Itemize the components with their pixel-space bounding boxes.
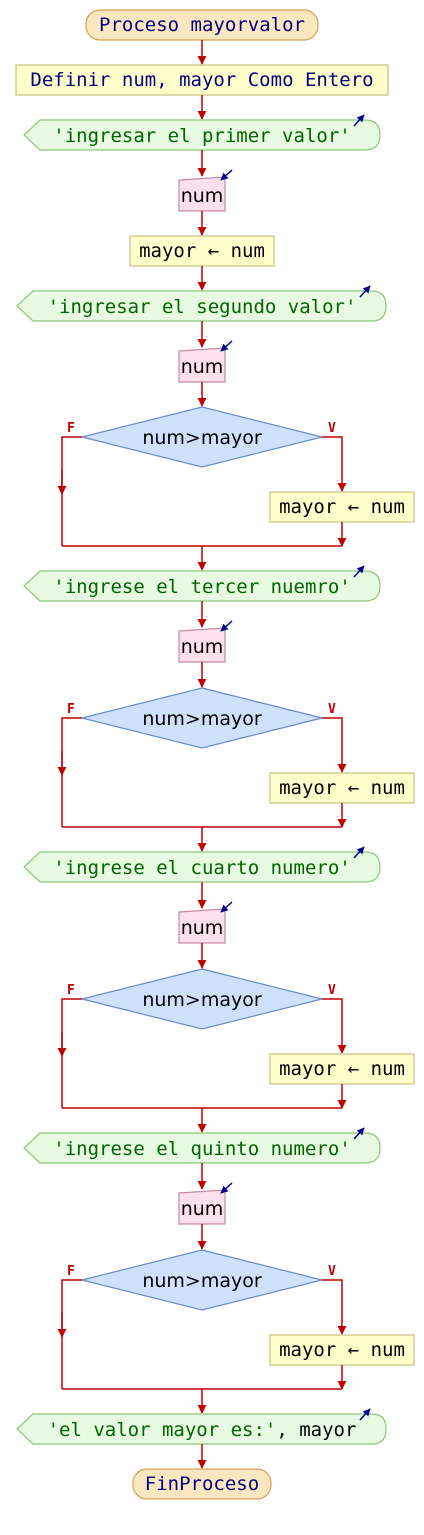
output-arrow-icon (353, 565, 365, 578)
true-label: V (328, 983, 336, 998)
output-4 (23, 851, 381, 883)
decision-3-true-process (269, 1053, 415, 1085)
output-3-label: 'ingrese el tercer nuemro' (53, 576, 350, 598)
true-label: V (328, 1264, 336, 1279)
true-branch-line (322, 1279, 347, 1335)
output-arrow-icon (353, 1127, 365, 1140)
assign-label: mayor ← num (139, 240, 265, 262)
false-label: F (67, 421, 75, 436)
output-3 (23, 570, 381, 602)
false-label: F (67, 983, 75, 998)
input-2 (178, 347, 226, 383)
decision-3 (81, 968, 323, 1030)
output-final-variable: , mayor (276, 1419, 356, 1441)
output-5-label: 'ingrese el quinto numero' (53, 1138, 350, 1160)
input-3 (178, 627, 226, 663)
true-branch-line (322, 717, 347, 773)
decision-2 (81, 687, 323, 749)
output-final-label: 'el valor mayor es:', mayor (48, 1419, 357, 1441)
output-1 (23, 119, 381, 151)
input-5-label: num (181, 1198, 224, 1220)
output-arrow-icon (359, 285, 371, 298)
input-arrow-icon (220, 901, 233, 913)
input-4 (178, 908, 226, 944)
define-process (15, 64, 389, 96)
input-arrow-icon (220, 169, 233, 181)
output-1-label: 'ingresar el primer valor' (53, 125, 350, 147)
output-final-string: 'el valor mayor es:' (48, 1419, 277, 1441)
decision-2-label: num>mayor (142, 708, 262, 730)
true-branch-line (322, 998, 347, 1054)
decision-1-label: num>mayor (142, 427, 262, 449)
input-arrow-icon (220, 1182, 233, 1194)
output-final (16, 1413, 387, 1445)
start-label: Proceso mayorvalor (99, 14, 305, 36)
decision-3-true-label: mayor ← num (279, 1058, 405, 1080)
decision-1-true-label: mayor ← num (279, 496, 405, 518)
decision-4 (81, 1249, 323, 1311)
input-arrow-icon (220, 340, 233, 352)
false-label: F (67, 702, 75, 717)
false-branch-line (61, 436, 82, 546)
false-branch-line (61, 1279, 82, 1389)
output-5 (23, 1132, 381, 1164)
decision-4-true-label: mayor ← num (279, 1339, 405, 1361)
input-3-label: num (181, 636, 224, 658)
output-2 (16, 290, 387, 322)
decision-4-label: num>mayor (142, 1270, 262, 1292)
output-arrow-icon (353, 114, 365, 127)
input-4-label: num (181, 917, 224, 939)
decision-3-label: num>mayor (142, 989, 262, 1011)
decision-1-true-process (269, 491, 415, 523)
output-arrow-icon (359, 1408, 371, 1421)
input-1-label: num (181, 185, 224, 207)
decision-4-true-process (269, 1334, 415, 1366)
define-label: Definir num, mayor Como Entero (30, 69, 373, 91)
true-branch-line (322, 436, 347, 492)
output-4-label: 'ingrese el cuarto numero' (53, 857, 350, 879)
false-branch-line (61, 717, 82, 827)
output-2-label: 'ingresar el segundo valor' (48, 296, 357, 318)
end-terminal (132, 1468, 272, 1500)
input-2-label: num (181, 356, 224, 378)
true-label: V (328, 421, 336, 436)
decision-2-true-process (269, 772, 415, 804)
output-arrow-icon (353, 846, 365, 859)
false-branch-line (61, 998, 82, 1108)
input-1 (178, 176, 226, 212)
decision-1 (81, 406, 323, 468)
true-label: V (328, 702, 336, 717)
end-label: FinProceso (145, 1473, 259, 1495)
input-arrow-icon (220, 620, 233, 632)
decision-2-true-label: mayor ← num (279, 777, 405, 799)
false-label: F (67, 1264, 75, 1279)
input-5 (178, 1189, 226, 1225)
